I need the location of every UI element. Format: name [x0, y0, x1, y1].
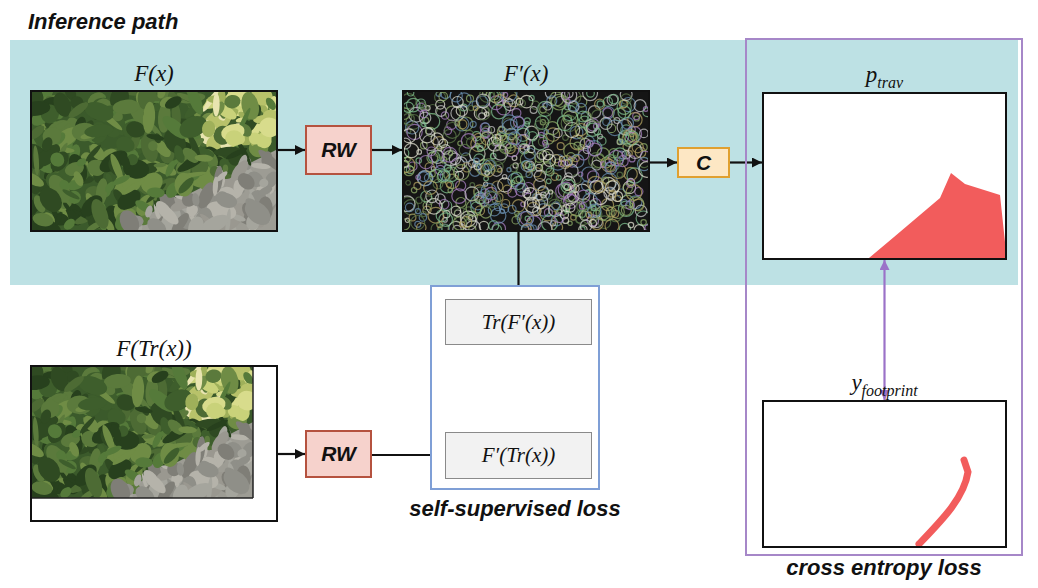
- inference-band-fill: [10, 40, 1018, 285]
- feat-illustration: [404, 92, 648, 230]
- self-supervised-region: self-supervised lossTr(F′(x))F′(Tr(x)): [430, 285, 600, 490]
- foliage-illustration: [32, 92, 276, 230]
- rw-box: RW: [305, 430, 372, 478]
- transform-box: Tr(F′(x)): [445, 299, 592, 345]
- label-holder: cross entropy loss: [707, 555, 1038, 581]
- reweighted-feature-image: F′(x): [402, 90, 650, 232]
- arrow-connector: [883, 260, 885, 400]
- region-title: Inference path: [28, 9, 178, 35]
- arrow-connector: [278, 149, 305, 151]
- shift-illustration: [32, 367, 276, 520]
- feature-image: F(x): [30, 90, 278, 232]
- math-label: ptrav: [866, 62, 903, 92]
- math-label: F(Tr(x)): [116, 336, 191, 362]
- label-holder: self-supervised loss: [392, 496, 638, 522]
- footprint-map: yfootprint: [762, 400, 1007, 548]
- transform-box: F′(Tr(x)): [445, 432, 592, 479]
- label-holder: F(x): [0, 61, 316, 87]
- module-label: RW: [321, 138, 356, 162]
- arrow-connector: [278, 453, 305, 455]
- transformed-feature-image: F(Tr(x)): [30, 365, 278, 522]
- trav-illustration: [764, 94, 1005, 258]
- rw-box: RW: [305, 125, 372, 175]
- label-holder: Inference path: [28, 9, 1038, 35]
- math-label: F′(x): [504, 61, 549, 87]
- region-title: cross entropy loss: [786, 555, 982, 581]
- arrow-connector: [650, 161, 677, 163]
- traversability-map: ptrav: [762, 92, 1007, 260]
- math-label: F(x): [134, 61, 174, 87]
- label-holder: F′(x): [364, 61, 688, 87]
- math-label: Tr(F′(x)): [482, 310, 555, 335]
- foot-illustration: [764, 402, 1005, 546]
- label-holder: F(Tr(x)): [0, 336, 316, 362]
- classifier-box: C: [677, 147, 730, 178]
- module-label: RW: [321, 442, 356, 466]
- cross-entropy-region: cross entropy lossptravyfootprint: [745, 38, 1023, 556]
- region-title: self-supervised loss: [409, 496, 621, 522]
- math-label: F′(Tr(x)): [482, 443, 555, 468]
- math-label: yfootprint: [851, 370, 917, 400]
- arrow-connector: [372, 149, 402, 151]
- module-label: C: [696, 151, 711, 175]
- label-holder: ptrav: [724, 62, 1038, 92]
- label-holder: yfootprint: [724, 370, 1038, 400]
